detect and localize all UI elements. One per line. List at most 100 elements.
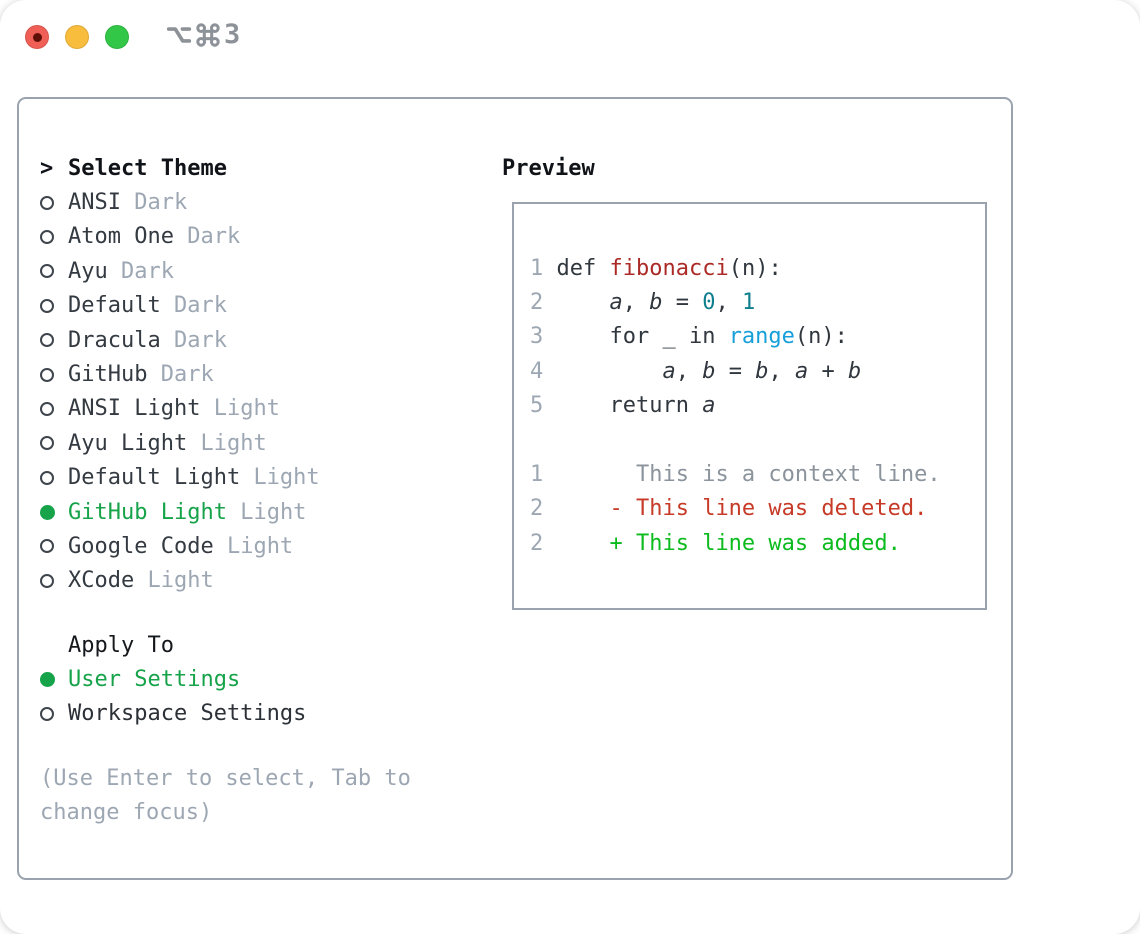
option-key-icon [166, 27, 192, 43]
radio-icon [40, 401, 54, 416]
radio-icon [40, 573, 54, 588]
code-line: 2 a, b = 0, 1 [530, 285, 975, 319]
code-token: , [715, 290, 742, 316]
code-token: , [622, 290, 650, 316]
theme-variant-badge: Dark [121, 258, 174, 284]
keyboard-hint: (Use Enter to select, Tab to change focu… [40, 766, 411, 826]
theme-variant-badge: Light [226, 533, 294, 559]
code-token [557, 290, 610, 315]
code-token: (n): [794, 324, 848, 350]
code-token: = [662, 290, 703, 316]
theme-option[interactable]: GitHub Light Light [40, 495, 320, 529]
line-number: 1 [530, 462, 544, 488]
unsaved-dot-icon [32, 32, 42, 42]
code-token: 1 [741, 290, 756, 316]
apply-option-label: Workspace Settings [68, 701, 307, 727]
bullet-cell [40, 264, 68, 279]
minimize-button[interactable] [65, 25, 89, 49]
spacer [227, 500, 240, 525]
bullet-cell [40, 573, 68, 588]
code-line [530, 423, 975, 457]
traffic-lights [25, 25, 129, 49]
code-token: a [609, 290, 623, 316]
shortcut-key-label: 3 [224, 19, 241, 50]
radio-icon [40, 672, 55, 688]
theme-list-title: Select Theme [68, 155, 227, 181]
spacer [200, 396, 213, 421]
bullet-cell [40, 298, 68, 313]
apply-option[interactable]: Workspace Settings [40, 697, 306, 731]
theme-name: ANSI Light [68, 396, 201, 422]
radio-icon [40, 264, 54, 279]
code-token: a [662, 358, 676, 384]
spacer [161, 328, 174, 353]
spacer [134, 568, 147, 593]
code-token: def [556, 255, 610, 281]
apply-option[interactable]: User Settings [40, 662, 306, 696]
cursor-prefix: > [40, 155, 54, 181]
close-button[interactable] [25, 25, 49, 49]
theme-name: GitHub Light [68, 499, 227, 525]
theme-option[interactable]: ANSI Dark [40, 185, 320, 219]
theme-option[interactable]: GitHub Dark [40, 357, 320, 391]
code-token: 0 [702, 290, 716, 316]
line-number: 2 [530, 496, 544, 522]
code-token [557, 359, 663, 384]
theme-name: Ayu [68, 258, 108, 284]
theme-option[interactable]: XCode Light [40, 564, 320, 598]
theme-variant-badge: Dark [160, 362, 214, 388]
apply-to-header: Apply To [40, 628, 306, 662]
radio-icon [40, 436, 54, 451]
theme-option[interactable]: Ayu Light Light [40, 426, 320, 460]
theme-option[interactable]: Atom One Dark [40, 220, 320, 254]
theme-option[interactable]: Google Code Light [40, 529, 320, 563]
theme-variant-badge: Dark [134, 190, 188, 216]
code-line: 2 + This line was added. [530, 526, 975, 560]
radio-icon [40, 298, 54, 313]
code-token: fibonacci [609, 255, 729, 281]
spacer [121, 190, 134, 215]
radio-icon [40, 539, 54, 554]
code-line: 3 for _ in range(n): [530, 320, 975, 354]
line-number: 3 [530, 324, 544, 350]
theme-name: ANSI [68, 190, 121, 216]
zoom-button[interactable] [105, 25, 129, 49]
theme-variant-badge: Dark [173, 327, 227, 353]
theme-option[interactable]: Dracula Dark [40, 323, 320, 357]
theme-option[interactable]: Default Dark [40, 289, 320, 323]
bullet-cell [40, 436, 68, 451]
bullet-cell [40, 672, 68, 688]
theme-name: GitHub [68, 362, 148, 388]
apply-to-title: Apply To [68, 632, 174, 658]
theme-option[interactable]: Ayu Dark [40, 254, 320, 288]
theme-name: Dracula [68, 327, 161, 353]
line-number: 2 [530, 530, 544, 556]
theme-option[interactable]: Default Light Light [40, 461, 320, 495]
spacer [108, 259, 121, 284]
theme-variant-badge: Light [240, 499, 307, 525]
line-number: 2 [530, 290, 544, 316]
spacer [147, 362, 160, 387]
theme-option[interactable]: ANSI Light Light [40, 392, 320, 426]
line-number: 4 [530, 358, 544, 384]
apply-option-label: User Settings [68, 667, 241, 693]
radio-icon [40, 229, 54, 244]
code-token: (n): [728, 255, 782, 281]
code-token: for _ in [556, 324, 729, 350]
spacer [174, 224, 187, 249]
code-token: + [808, 358, 848, 384]
theme-name: Ayu Light [68, 430, 188, 456]
code-token: , [675, 358, 703, 384]
theme-variant-badge: Dark [173, 293, 227, 319]
code-token: b [755, 358, 769, 384]
theme-variant-badge: Light [147, 568, 214, 594]
radio-icon [40, 504, 55, 520]
theme-name: Default [68, 293, 161, 319]
code-line: 1 This is a context line. [530, 457, 975, 491]
bullet-cell [40, 504, 68, 520]
spacer [240, 465, 253, 490]
radio-icon [40, 195, 54, 210]
